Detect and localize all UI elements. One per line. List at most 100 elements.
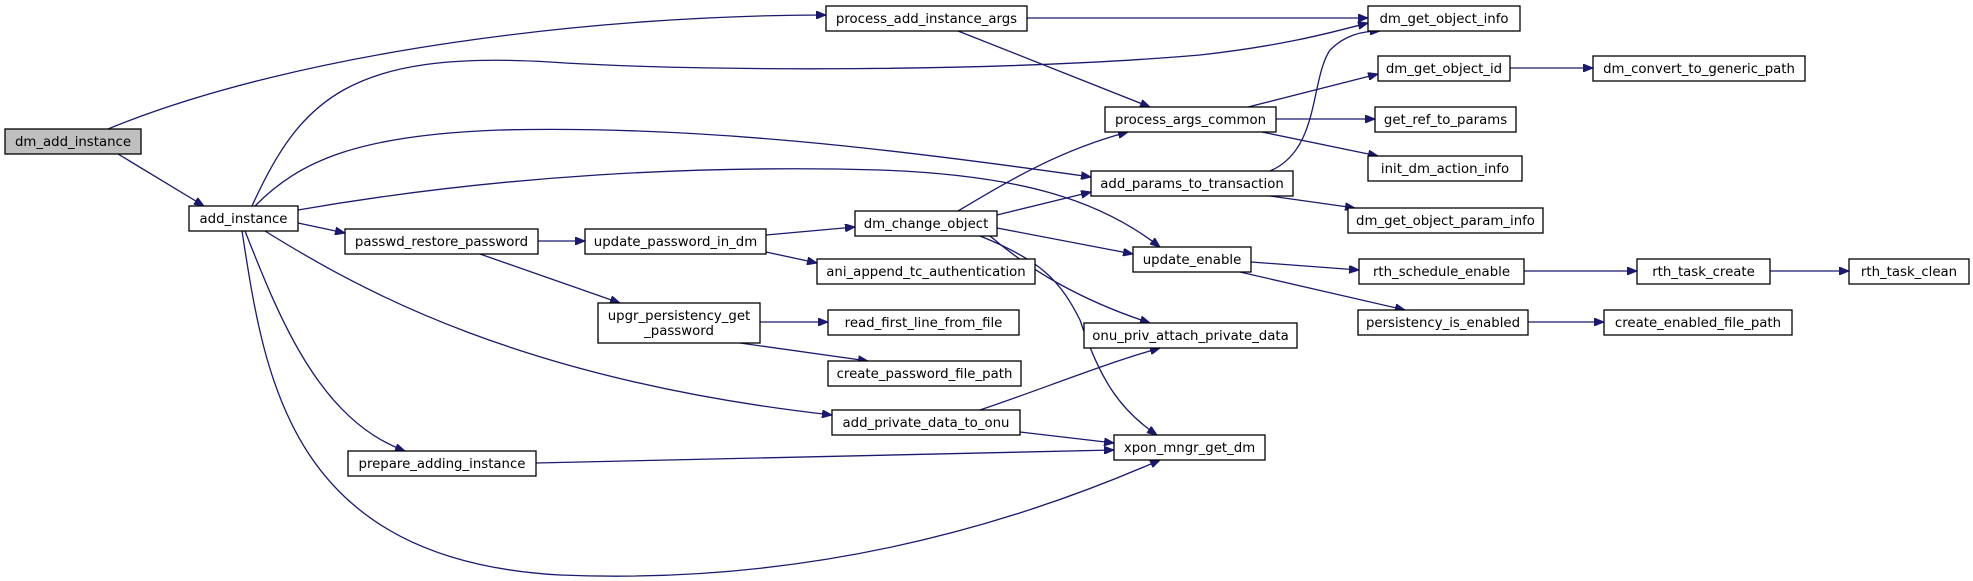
edge-add-instance-to-add-private-data-to-onu (264, 230, 832, 415)
node-upgr-persistency-get-password[interactable]: upgr_persistency_get_password (597, 302, 761, 344)
node-box (597, 302, 761, 344)
nodes-layer: dm_add_instance add_instance process_add_i… (4, 5, 1970, 477)
node-label: passwd_restore_password (355, 235, 528, 250)
edge-add-private-data-to-onu-to-onu-priv-attach-private-data (979, 348, 1160, 411)
node-persistency-is-enabled[interactable]: persistency_is_enabled (1357, 309, 1529, 336)
node-add-instance[interactable]: add_instance (188, 205, 299, 232)
edge-upgr-persistency-get-password-to-create-password-file-path (739, 342, 868, 361)
node-label: dm_get_object_param_info (1356, 214, 1535, 229)
edge-add-instance-to-passwd-restore-password (297, 222, 345, 233)
node-create-enabled-file-path[interactable]: create_enabled_file_path (1603, 309, 1793, 336)
node-xpon-mngr-get-dm[interactable]: xpon_mngr_get_dm (1113, 434, 1266, 461)
edge-dm-change-object-to-process-args-common (957, 132, 1128, 212)
node-dm-get-object-info[interactable]: dm_get_object_info (1367, 5, 1521, 32)
node-label: dm_get_object_id (1386, 62, 1502, 77)
node-process-add-instance-args[interactable]: process_add_instance_args (825, 5, 1028, 32)
node-label: dm_convert_to_generic_path (1603, 62, 1795, 77)
node-label: rth_task_create (1652, 265, 1755, 280)
node-box (1603, 309, 1793, 336)
node-add-private-data-to-onu[interactable]: add_private_data_to_onu (831, 409, 1021, 436)
node-rth-schedule-enable[interactable]: rth_schedule_enable (1358, 258, 1525, 285)
node-box (1083, 322, 1298, 349)
node-onu-priv-attach-private-data[interactable]: onu_priv_attach_private_data (1083, 322, 1298, 349)
node-update-enable[interactable]: update_enable (1132, 246, 1252, 273)
node-label: update_password_in_dm (594, 235, 757, 250)
node-label: rth_schedule_enable (1373, 265, 1510, 280)
node-label: create_enabled_file_path (1615, 316, 1781, 331)
node-box (1377, 55, 1511, 82)
node-box (816, 258, 1036, 285)
edge-dm-add-instance-to-add-instance (117, 153, 204, 206)
edge-add-instance-to-prepare-adding-instance (244, 230, 405, 451)
node-box (825, 5, 1028, 32)
node-dm-add-instance: dm_add_instance (4, 128, 142, 155)
node-label: ani_append_tc_authentication (826, 265, 1025, 280)
edge-prepare-adding-instance-to-xpon-mngr-get-dm (535, 450, 1114, 464)
edge-process-args-common-to-init-dm-action-info (1261, 131, 1378, 156)
node-box (831, 409, 1021, 436)
edge-update-password-in-dm-to-ani-append-tc-authentication (765, 251, 817, 263)
node-label: process_args_common (1115, 113, 1266, 128)
edge-dm-change-object-to-add-params-to-transaction (996, 192, 1091, 216)
node-label: process_add_instance_args (836, 12, 1017, 27)
node-create-password-file-path[interactable]: create_password_file_path (827, 360, 1022, 387)
node-label: prepare_adding_instance (359, 457, 526, 472)
edge-add-params-to-transaction-to-dm-get-object-info (1269, 31, 1380, 172)
node-box (1104, 106, 1277, 133)
node-box (344, 228, 539, 255)
node-box (1357, 309, 1529, 336)
node-dm-change-object[interactable]: dm_change_object (854, 210, 998, 237)
node-init-dm-action-info[interactable]: init_dm_action_info (1367, 155, 1523, 182)
node-prepare-adding-instance[interactable]: prepare_adding_instance (347, 450, 537, 477)
edge-update-enable-to-persistency-is-enabled (1239, 271, 1405, 310)
node-box (827, 309, 1020, 336)
node-passwd-restore-password[interactable]: passwd_restore_password (344, 228, 539, 255)
node-label: upgr_persistency_get (608, 309, 751, 324)
node-label: add_params_to_transaction (1100, 177, 1284, 192)
edge-process-add-instance-args-to-process-args-common (957, 30, 1150, 108)
edge-dm-add-instance-to-process-add-instance-args (107, 15, 826, 130)
node-box (1113, 434, 1266, 461)
node-box (4, 128, 142, 155)
node-label: persistency_is_enabled (1366, 316, 1520, 331)
node-box (854, 210, 998, 237)
edge-passwd-restore-password-to-upgr-persistency-get-password (479, 253, 620, 303)
edge-add-instance-to-dm-get-object-info (251, 23, 1368, 207)
node-box (1636, 258, 1771, 285)
node-box (584, 228, 767, 255)
node-label: get_ref_to_params (1384, 113, 1507, 128)
node-get-ref-to-params[interactable]: get_ref_to_params (1374, 106, 1517, 133)
node-dm-get-object-param-info[interactable]: dm_get_object_param_info (1347, 207, 1544, 234)
node-label: dm_change_object (864, 217, 989, 232)
node-box (1347, 207, 1544, 234)
node-label: init_dm_action_info (1381, 162, 1509, 177)
node-process-args-common[interactable]: process_args_common (1104, 106, 1277, 133)
node-add-params-to-transaction[interactable]: add_params_to_transaction (1090, 170, 1294, 197)
node-box (1848, 258, 1970, 285)
node-box (1367, 155, 1523, 182)
node-dm-get-object-id[interactable]: dm_get_object_id (1377, 55, 1511, 82)
node-box (1592, 55, 1806, 82)
node-label: read_first_line_from_file (845, 316, 1003, 331)
node-ani-append-tc-authentication[interactable]: ani_append_tc_authentication (816, 258, 1036, 285)
node-dm-convert-to-generic-path[interactable]: dm_convert_to_generic_path (1592, 55, 1806, 82)
edge-add-params-to-transaction-to-dm-get-object-param-info (1269, 195, 1355, 208)
edge-add-instance-to-update-enable (297, 168, 1160, 247)
node-rth-task-clean[interactable]: rth_task_clean (1848, 258, 1970, 285)
node-box (188, 205, 299, 232)
edge-dm-change-object-to-update-enable (996, 227, 1133, 254)
node-label: dm_get_object_info (1379, 12, 1508, 27)
node-rth-task-create[interactable]: rth_task_create (1636, 258, 1771, 285)
node-label: onu_priv_attach_private_data (1092, 329, 1288, 344)
node-update-password-in-dm[interactable]: update_password_in_dm (584, 228, 767, 255)
node-box (827, 360, 1022, 387)
node-box (347, 450, 537, 477)
node-label: add_private_data_to_onu (843, 416, 1010, 431)
node-label: update_enable (1143, 253, 1242, 268)
node-box (1090, 170, 1294, 197)
node-read-first-line-from-file[interactable]: read_first_line_from_file (827, 309, 1020, 336)
edge-add-instance-to-add-params-to-transaction (254, 128, 1091, 207)
edge-dm-change-object-to-onu-priv-attach-private-data (989, 235, 1150, 323)
node-label: xpon_mngr_get_dm (1124, 441, 1255, 456)
